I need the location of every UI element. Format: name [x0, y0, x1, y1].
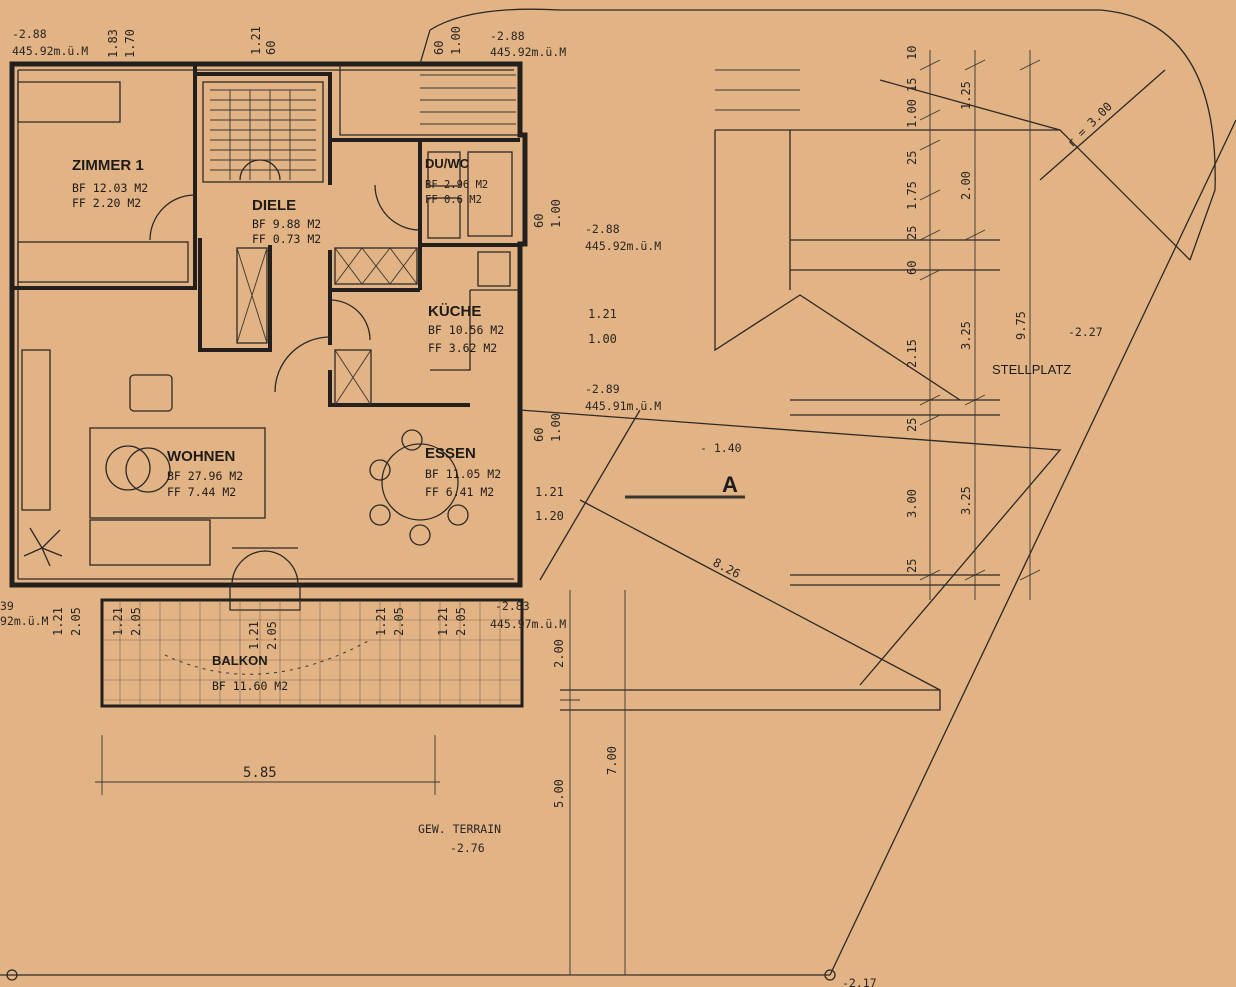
dim-balcony-3-b: 2.05: [265, 621, 279, 650]
room-zimmer1-ff: FF 2.20 M2: [72, 196, 141, 210]
dim-window-essen-a: 60: [532, 428, 546, 442]
stellplatz-label: STELLPLATZ: [992, 362, 1071, 377]
internal-stairs: [210, 89, 316, 181]
dim-chain-outer: 9.75: [1014, 311, 1028, 340]
room-balkon-bf: BF 11.60 M2: [212, 679, 288, 693]
room-kueche-name: KÜCHE: [428, 303, 481, 320]
dim-balcony-1-a: 1.21: [51, 607, 65, 636]
building-walls: [9, 61, 528, 611]
level-stellplatz: -2.27: [1068, 325, 1103, 339]
dining-table: [381, 443, 459, 521]
dim-balcony-4-a: 1.21: [374, 607, 388, 636]
dim-window-kitchen-b: 1.00: [588, 332, 617, 346]
level-yard: - 1.40: [700, 441, 742, 455]
zimmer-wardrobe: [17, 241, 189, 283]
dim-balcony-2-a: 1.21: [111, 607, 125, 636]
level-balcony-a: -2.83: [495, 599, 530, 613]
level-left-edge-b: 92m.ü.M: [0, 614, 49, 628]
dim-window-top-3-a: 60: [432, 41, 446, 55]
dim-window-kitchen-a: 1.21: [588, 307, 617, 321]
built-in-cabinets: [236, 247, 418, 406]
dim-chain-mid-3: 3.25: [959, 321, 973, 350]
room-wohnen-bf: BF 27.96 M2: [167, 469, 243, 483]
dim-vert-200: 2.00: [552, 639, 566, 668]
dim-chain-inner-8: 2.15: [905, 339, 919, 368]
dim-window-top-1-a: 1.83: [106, 29, 120, 58]
dim-chain-inner-7: 60: [905, 261, 919, 275]
level-left-edge-a: 39: [0, 599, 14, 613]
dim-window-top-2-b: 60: [264, 41, 278, 55]
level-balcony-b: 445.97m.ü.M: [490, 617, 566, 631]
dim-chain-inner-6: 25: [905, 226, 919, 240]
dim-window-wc-a: 60: [532, 214, 546, 228]
level-bottom-right: -2.17: [842, 976, 877, 987]
dim-balcony-5-b: 2.05: [454, 607, 468, 636]
dim-window-top-2-a: 1.21: [249, 26, 263, 55]
level-kitchen-bottom-b: 445.91m.ü.M: [585, 399, 661, 413]
terrain-value: -2.76: [450, 841, 485, 855]
stairwell: [202, 81, 324, 183]
level-kitchen-top-a: -2.88: [585, 222, 620, 236]
room-duwc-name: DU/WC: [425, 156, 470, 171]
room-kueche-bf: BF 10.56 M2: [428, 323, 504, 337]
room-diele-name: DIELE: [252, 197, 296, 214]
room-wohnen-name: WOHNEN: [167, 448, 235, 465]
dim-window-top-3-b: 1.00: [449, 26, 463, 55]
dim-chain-inner-4: 25: [905, 151, 919, 165]
dim-balcony-4-b: 2.05: [392, 607, 406, 636]
dim-balcony-2-b: 2.05: [129, 607, 143, 636]
level-top-left-a: -2.88: [12, 27, 47, 41]
dim-chain-mid-4: 3.25: [959, 486, 973, 515]
dimension-lines: [95, 50, 1041, 976]
dim-chain-inner-1: 10: [905, 46, 919, 60]
dim-chain-inner-11: 25: [905, 559, 919, 573]
dim-width-bottom: 5.85: [243, 765, 277, 781]
room-essen-name: ESSEN: [425, 445, 476, 462]
room-kueche-ff: FF 3.62 M2: [428, 341, 497, 355]
section-marker: A: [722, 472, 738, 497]
dim-chain-mid-1: 1.25: [959, 81, 973, 110]
room-duwc-ff: FF 0.6 M2: [425, 194, 482, 206]
dim-chain-inner-10: 3.00: [905, 489, 919, 518]
wohnen-sofa: [89, 519, 211, 566]
dim-chain-mid-2: 2.00: [959, 171, 973, 200]
balcony: [100, 598, 524, 708]
dim-vert-500: 5.00: [552, 779, 566, 808]
dim-window-essen-side-b: 1.20: [535, 509, 564, 523]
dim-chain-inner-9: 25: [905, 418, 919, 432]
external-stairs: [420, 74, 516, 125]
room-zimmer1-bf: BF 12.03 M2: [72, 181, 148, 195]
dim-vert-700: 7.00: [605, 746, 619, 775]
dim-chain-mid: 1.25 2.00 3.25 3.25: [959, 81, 973, 515]
dim-chain-inner: 10 15 1.00 25 1.75 25 60 2.15 25 3.00 25: [905, 46, 919, 573]
wohnen-sofa-area: [89, 427, 266, 519]
terrain-label: GEW. TERRAIN: [418, 822, 501, 836]
room-balkon-name: BALKON: [212, 653, 268, 668]
level-top-left-b: 445.92m.ü.M: [12, 44, 88, 58]
room-duwc-bf: BF 2.96 M2: [425, 179, 488, 191]
room-essen-ff: FF 6.41 M2: [425, 485, 494, 499]
room-diele-ff: FF 0.73 M2: [252, 232, 321, 246]
level-kitchen-top-b: 445.92m.ü.M: [585, 239, 661, 253]
room-essen-bf: BF 11.05 M2: [425, 467, 501, 481]
dim-window-essen-b: 1.00: [549, 413, 563, 442]
dim-chain-inner-5: 1.75: [905, 181, 919, 210]
dim-window-essen-side-a: 1.21: [535, 485, 564, 499]
dim-balcony-5-a: 1.21: [436, 607, 450, 636]
dim-window-top-1-b: 1.70: [123, 29, 137, 58]
dim-balcony-1-b: 2.05: [69, 607, 83, 636]
dim-window-wc-b: 1.00: [549, 199, 563, 228]
level-kitchen-bottom-a: -2.89: [585, 382, 620, 396]
wohnen-sideboard: [21, 349, 51, 511]
dim-balcony-3-a: 1.21: [247, 621, 261, 650]
dim-chain-inner-2: 15: [905, 78, 919, 92]
room-zimmer1-name: ZIMMER 1: [72, 157, 144, 174]
level-top-mid-a: -2.88: [490, 29, 525, 43]
room-diele-bf: BF 9.88 M2: [252, 217, 321, 231]
room-wohnen-ff: FF 7.44 M2: [167, 485, 236, 499]
level-top-mid-b: 445.92m.ü.M: [490, 45, 566, 59]
dim-chain-inner-3: 1.00: [905, 99, 919, 128]
